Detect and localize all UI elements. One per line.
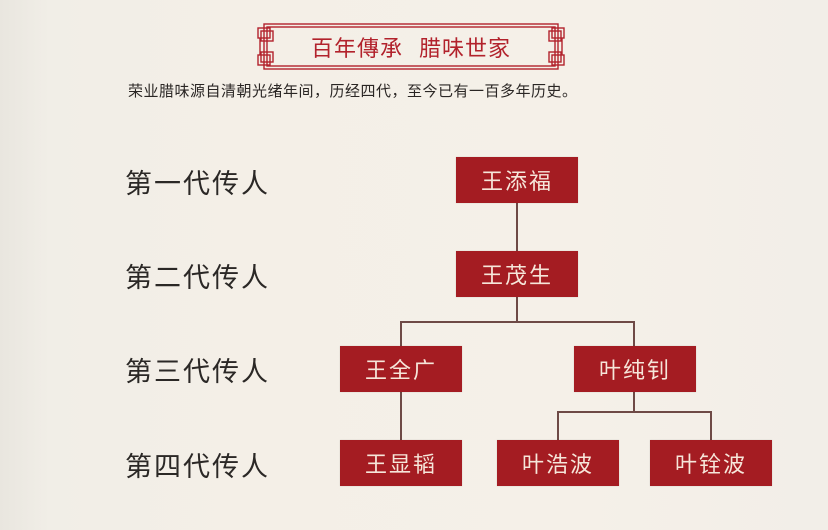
lattice-frame-icon [257,23,565,70]
connector-to-gen3-left [400,321,402,346]
connector-gen1-gen2 [516,203,518,252]
node-wang-xiantao: 王显韬 [340,440,462,486]
connector-gen2-down [516,297,518,322]
node-wang-maosheng: 王茂生 [456,251,578,297]
node-wang-tianfu: 王添福 [456,157,578,203]
node-ye-haobo: 叶浩波 [497,440,619,486]
title-banner: 百年傳承 腊味世家 [256,22,566,71]
connector-gen3right-down [633,391,635,413]
connector-to-gen3-right [633,321,635,346]
node-ye-chunzhao: 叶纯钊 [574,346,696,392]
connector-to-gen4-right [710,411,712,440]
connector-to-gen4-mid [557,411,559,440]
node-ye-quanbo: 叶铨波 [650,440,772,486]
intro-text: 荣业腊味源自清朝光绪年间，历经四代，至今已有一百多年历史。 [128,82,578,100]
generation-label-1: 第一代传人 [125,169,270,200]
banner-title: 百年傳承 腊味世家 [311,36,511,62]
connector-gen3left-gen4left [400,391,402,440]
generation-label-3: 第三代传人 [125,357,270,388]
connector-gen3-horizontal [400,321,635,323]
generation-label-2: 第二代传人 [125,263,270,294]
connector-gen4-horizontal [557,411,712,413]
generation-label-4: 第四代传人 [125,452,270,483]
node-wang-quanguang: 王全广 [340,346,462,392]
